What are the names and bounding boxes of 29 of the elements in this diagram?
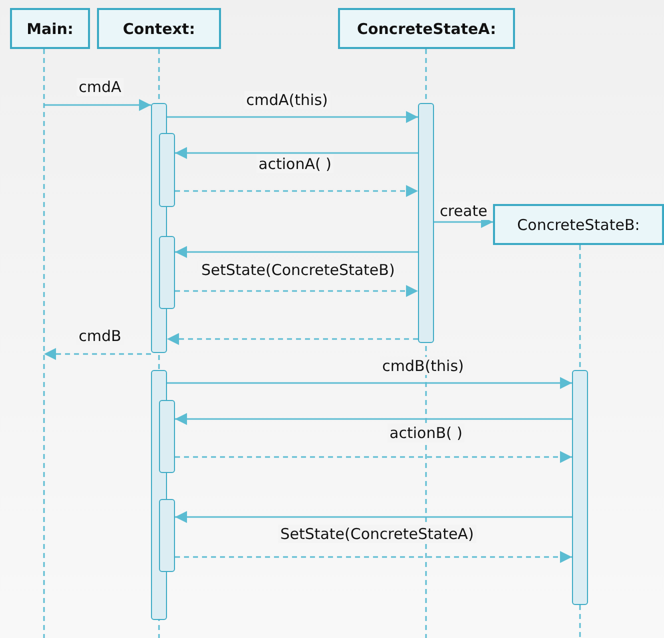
- message-label: cmdB(this): [380, 357, 466, 375]
- participant-box: Main:: [10, 8, 90, 49]
- return-arrow: [175, 285, 418, 297]
- activation-bar: [159, 499, 175, 572]
- activation-bar: [418, 103, 434, 343]
- return-arrow: [167, 333, 418, 345]
- activation-bar: [159, 236, 175, 309]
- message-arrow: [175, 511, 572, 523]
- message-arrow: [167, 111, 418, 123]
- message-arrow: [44, 99, 151, 111]
- return-arrow: [175, 451, 572, 463]
- return-arrow: [44, 348, 151, 360]
- participant-box: ConcreteStateB:: [493, 204, 664, 245]
- message-label: actionA( ): [256, 155, 334, 173]
- message-label: cmdA(this): [244, 91, 330, 109]
- message-arrow: [175, 413, 572, 425]
- message-arrow: [175, 147, 418, 159]
- participant-box: Context:: [97, 8, 221, 49]
- activation-bar: [159, 400, 175, 473]
- message-label: SetState(ConcreteStateA): [278, 525, 476, 543]
- activation-bar: [572, 370, 588, 605]
- message-label: SetState(ConcreteStateB): [199, 261, 397, 279]
- return-arrow: [175, 551, 572, 563]
- return-arrow: [175, 185, 418, 197]
- message-arrow: [175, 246, 418, 258]
- activation-bar: [159, 133, 175, 207]
- message-label: actionB( ): [388, 424, 464, 442]
- message-arrow: [167, 377, 572, 389]
- participant-box: ConcreteStateA:: [338, 8, 515, 49]
